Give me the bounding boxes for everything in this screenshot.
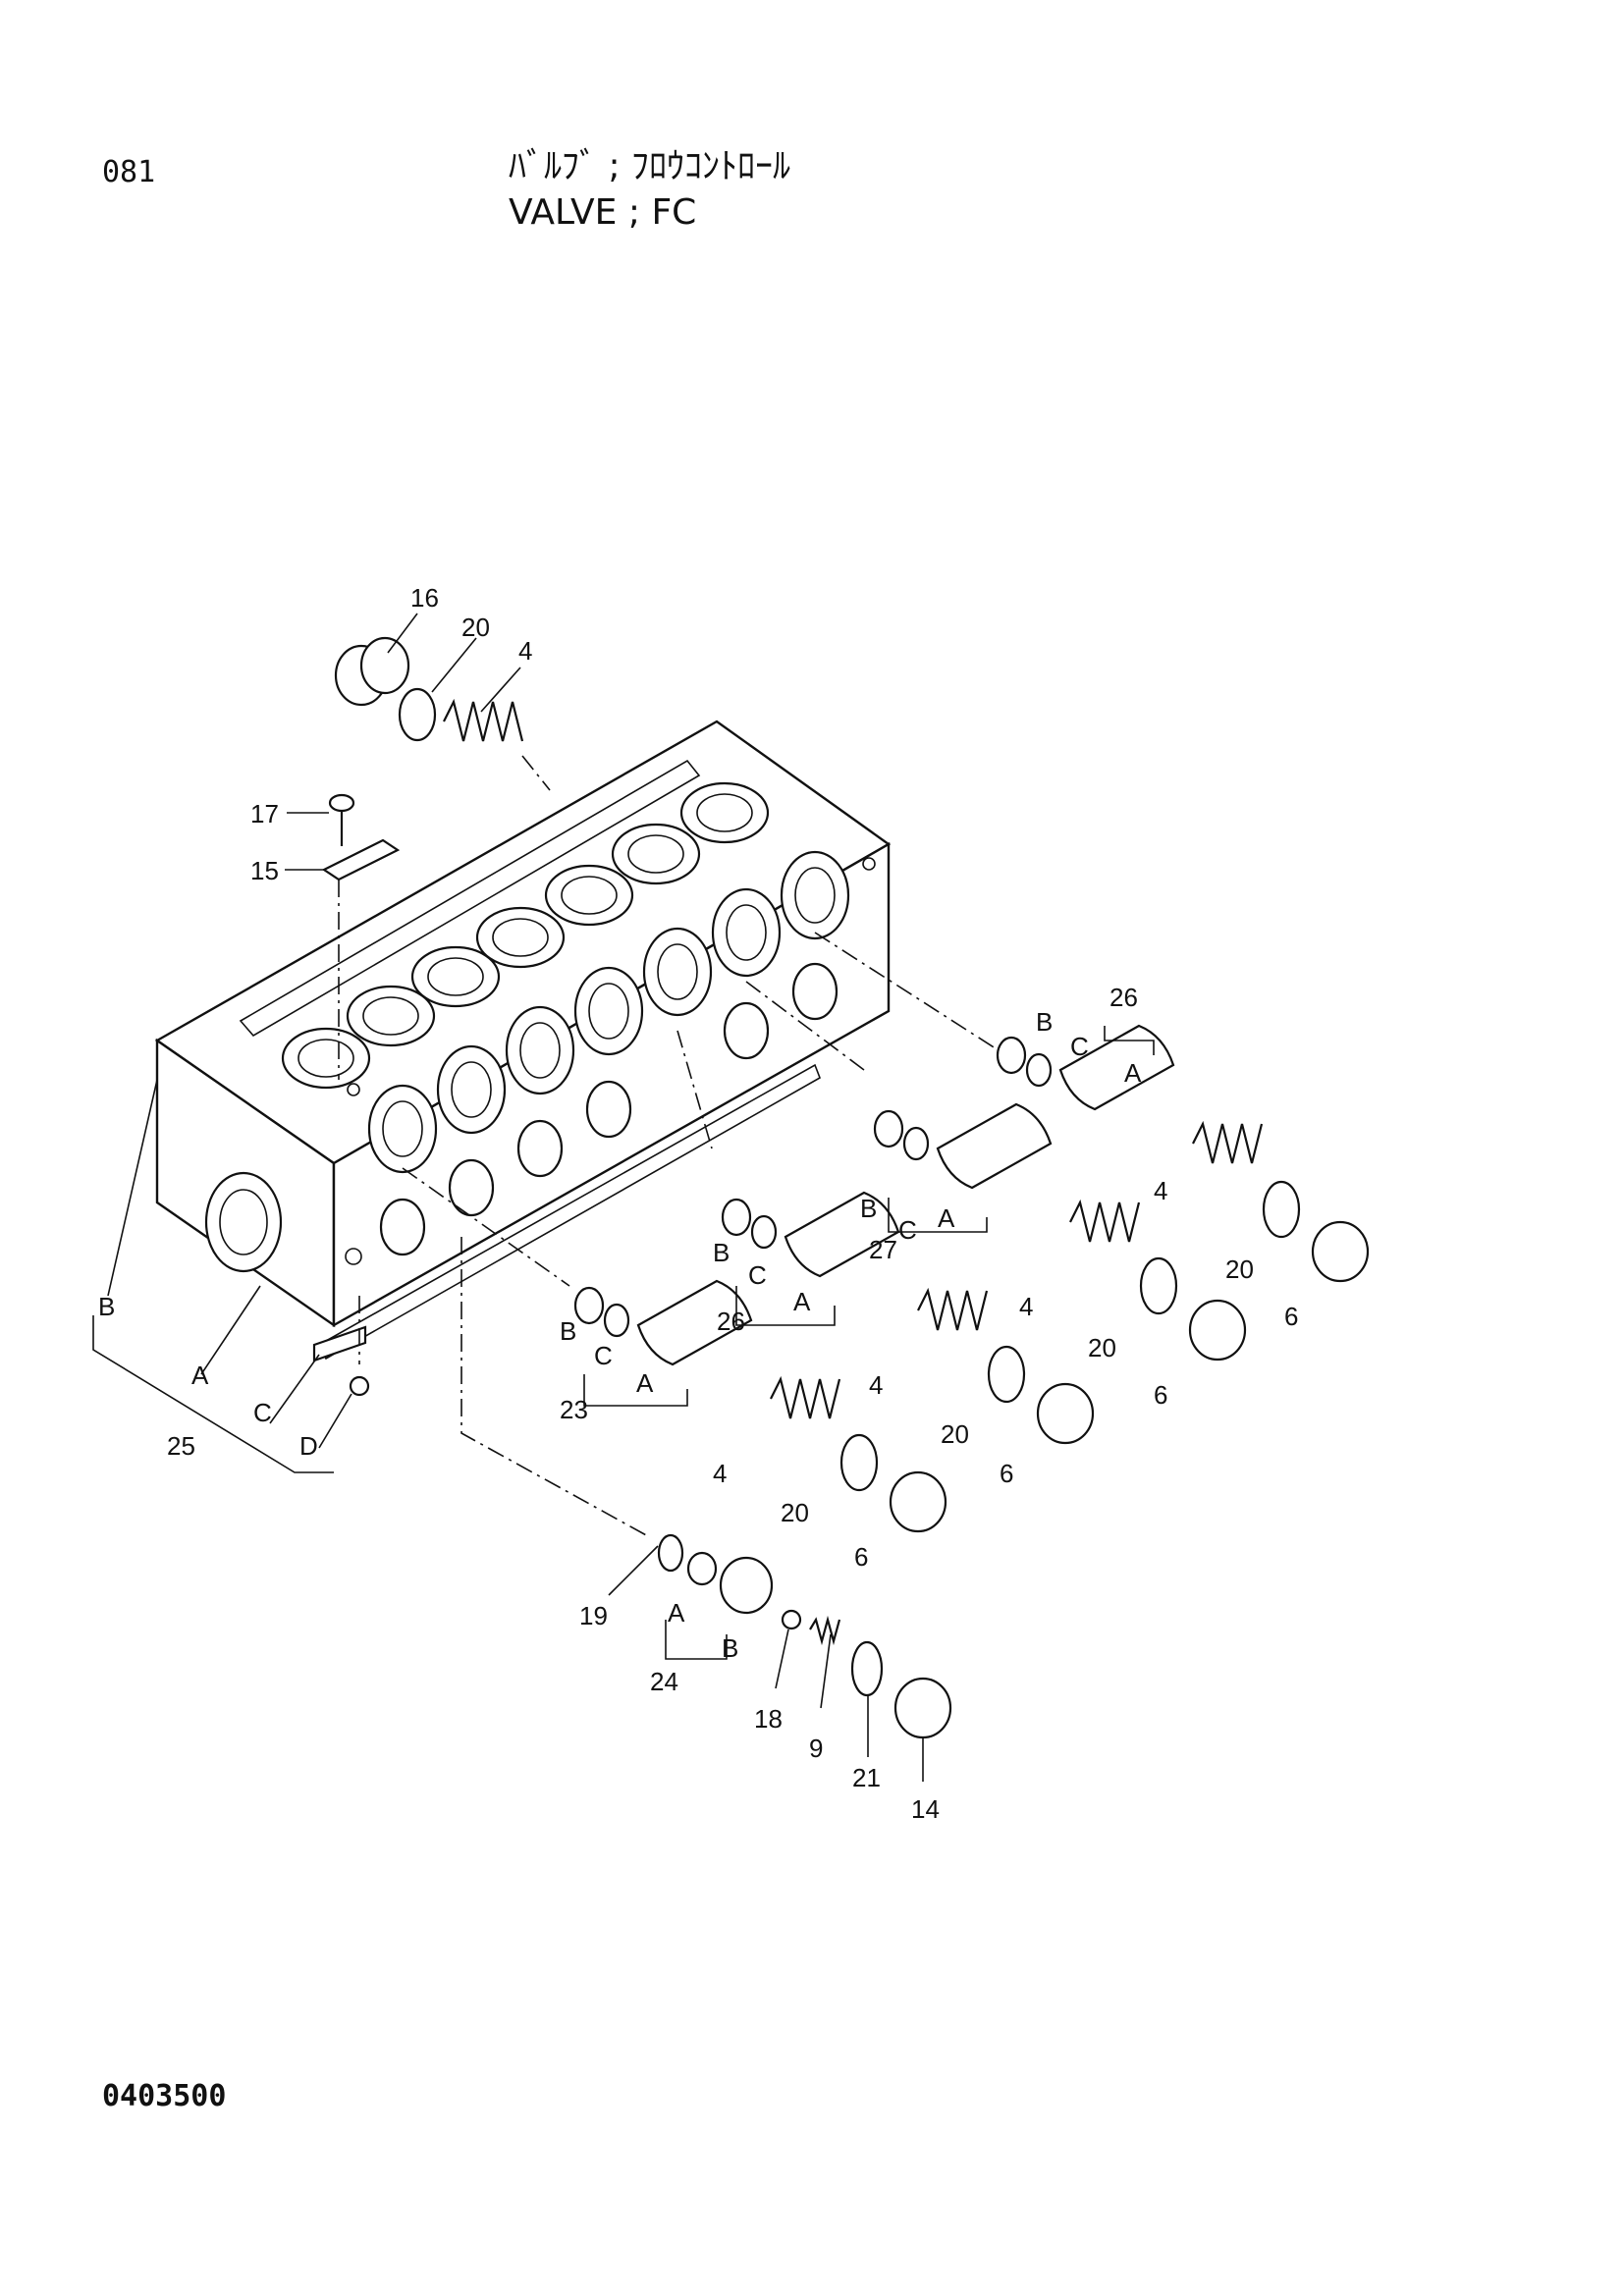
- o-ring-20: [398, 687, 437, 742]
- callout-20: 20: [781, 1498, 809, 1527]
- callout-23-C: C: [594, 1341, 613, 1370]
- callout-4: 4: [1154, 1176, 1167, 1205]
- callout-26-B: B: [713, 1238, 730, 1267]
- relief-set-24: [460, 1237, 952, 1739]
- document-code: 0403500: [102, 2079, 227, 2113]
- callout-21: 21: [852, 1763, 881, 1792]
- plug-16: [334, 636, 410, 707]
- callout-20: 20: [1088, 1333, 1116, 1362]
- callout-27-B: B: [860, 1194, 877, 1223]
- title-english: VALVE ; FC: [509, 192, 697, 233]
- callout-25-C: C: [253, 1398, 272, 1427]
- callout-23-A: A: [636, 1368, 654, 1398]
- callout-27-C: C: [898, 1215, 917, 1245]
- spool-set-27: [745, 981, 1247, 1362]
- callout-25-D: D: [299, 1431, 318, 1461]
- callout-4: 4: [869, 1370, 883, 1400]
- callout-26: 26: [717, 1307, 745, 1336]
- callout-24: 24: [650, 1667, 678, 1696]
- callout-9: 9: [809, 1734, 823, 1763]
- callout-27: 27: [869, 1235, 897, 1264]
- spool-set-23: [402, 1167, 947, 1533]
- spool-set-26-top: [814, 932, 1370, 1283]
- callout-16: 16: [410, 583, 439, 613]
- callout-4: 4: [1019, 1292, 1033, 1321]
- seal-plate: [312, 1325, 367, 1362]
- callout-20: 20: [941, 1419, 969, 1449]
- callout-26-C: C: [748, 1260, 767, 1290]
- callout-6: 6: [1284, 1302, 1298, 1331]
- callout-20: 20: [461, 613, 490, 642]
- callout-26-B: B: [1036, 1007, 1053, 1037]
- callout-24-A: A: [668, 1598, 685, 1628]
- screw-17: [328, 793, 355, 846]
- callout-20: 20: [1225, 1255, 1254, 1284]
- callout-4: 4: [713, 1459, 727, 1488]
- callout-6: 6: [854, 1542, 868, 1572]
- callout-6: 6: [1000, 1459, 1013, 1488]
- o-ring-25D: [349, 1375, 370, 1397]
- callout-26: 26: [1109, 983, 1138, 1012]
- callouts: 16 20 4 17 15 26 B C A 4 20 6 27 B C A 4…: [98, 583, 1298, 1824]
- leader-lines: [92, 613, 1155, 1782]
- callout-19: 19: [579, 1601, 608, 1630]
- spool-set-26-mid: [676, 1030, 1095, 1445]
- callout-23: 23: [560, 1395, 588, 1424]
- title-japanese: ﾊﾞﾙﾌﾞ ; ﾌﾛｳｺﾝﾄﾛｰﾙ: [509, 146, 791, 187]
- valve-body: [154, 720, 892, 1361]
- nameplate-15: [321, 838, 401, 881]
- callout-17: 17: [250, 799, 279, 828]
- callout-26-C: C: [1070, 1032, 1089, 1061]
- spring-4-top: [443, 698, 524, 742]
- callout-18: 18: [754, 1704, 783, 1734]
- top-ports: [281, 781, 770, 1090]
- callout-25: 25: [167, 1431, 195, 1461]
- callout-15: 15: [250, 856, 279, 885]
- callout-23-B: B: [560, 1316, 576, 1346]
- callout-27-A: A: [938, 1203, 955, 1233]
- callout-26-A: A: [1124, 1058, 1142, 1088]
- page-number: 081: [102, 155, 156, 189]
- side-ports: [204, 850, 876, 1273]
- callout-4: 4: [518, 636, 532, 666]
- callout-25-A: A: [191, 1361, 209, 1390]
- callout-25-B: B: [98, 1292, 115, 1321]
- callout-6: 6: [1154, 1380, 1167, 1410]
- callout-14: 14: [911, 1794, 940, 1824]
- callout-24-B: B: [722, 1633, 738, 1663]
- callout-26-A: A: [793, 1287, 811, 1316]
